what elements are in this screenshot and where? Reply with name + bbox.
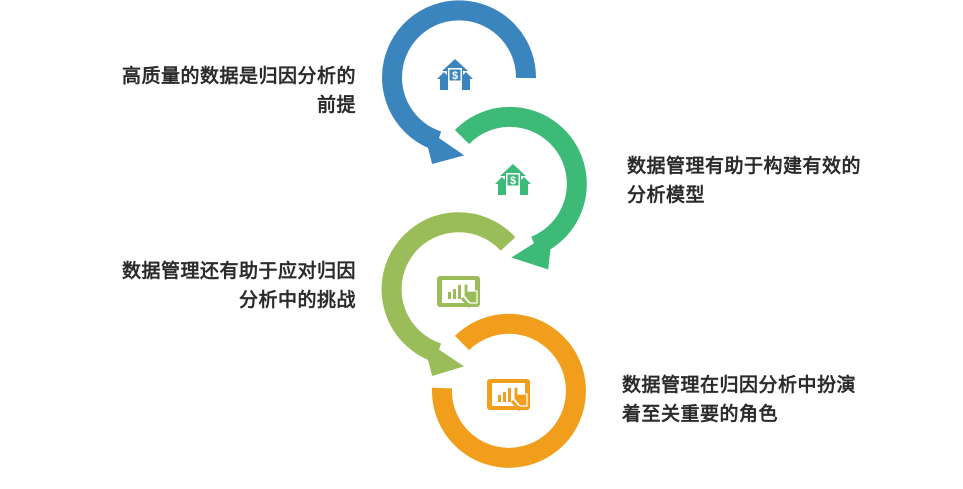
ring-step-1 bbox=[382, 0, 537, 164]
step-3-label: 数据管理还有助于应对归因 分析中的挑战 bbox=[122, 257, 356, 315]
house-dollar-arrows-icon: $ bbox=[437, 59, 473, 90]
step-1-line-1: 高质量的数据是归因分析的 bbox=[121, 65, 356, 87]
step-4-label: 数据管理在归因分析中扮演 着至关重要的角色 bbox=[622, 371, 856, 429]
step-2-line-2: 分析模型 bbox=[627, 184, 706, 206]
tablet-chart-touch-icon bbox=[487, 379, 530, 411]
svg-text:$: $ bbox=[452, 70, 458, 82]
step-4-line-2: 着至关重要的角色 bbox=[622, 403, 779, 425]
step-2-line-1: 数据管理有助于构建有效的 bbox=[627, 155, 862, 177]
step-1-line-2: 前提 bbox=[316, 94, 356, 116]
ring-step-3 bbox=[381, 212, 516, 376]
house-dollar-arrows-icon: $ bbox=[495, 164, 531, 195]
step-3-line-2: 分析中的挑战 bbox=[238, 289, 356, 311]
ring-step-2 bbox=[454, 106, 587, 270]
svg-text:$: $ bbox=[510, 175, 516, 187]
step-4-line-1: 数据管理在归因分析中扮演 bbox=[622, 374, 857, 396]
step-2-label: 数据管理有助于构建有效的 分析模型 bbox=[627, 152, 861, 210]
step-1-label: 高质量的数据是归因分析的 前提 bbox=[122, 62, 356, 120]
tablet-chart-touch-icon bbox=[437, 276, 480, 308]
ring-step-4 bbox=[431, 313, 586, 468]
step-3-line-1: 数据管理还有助于应对归因 bbox=[121, 260, 356, 282]
